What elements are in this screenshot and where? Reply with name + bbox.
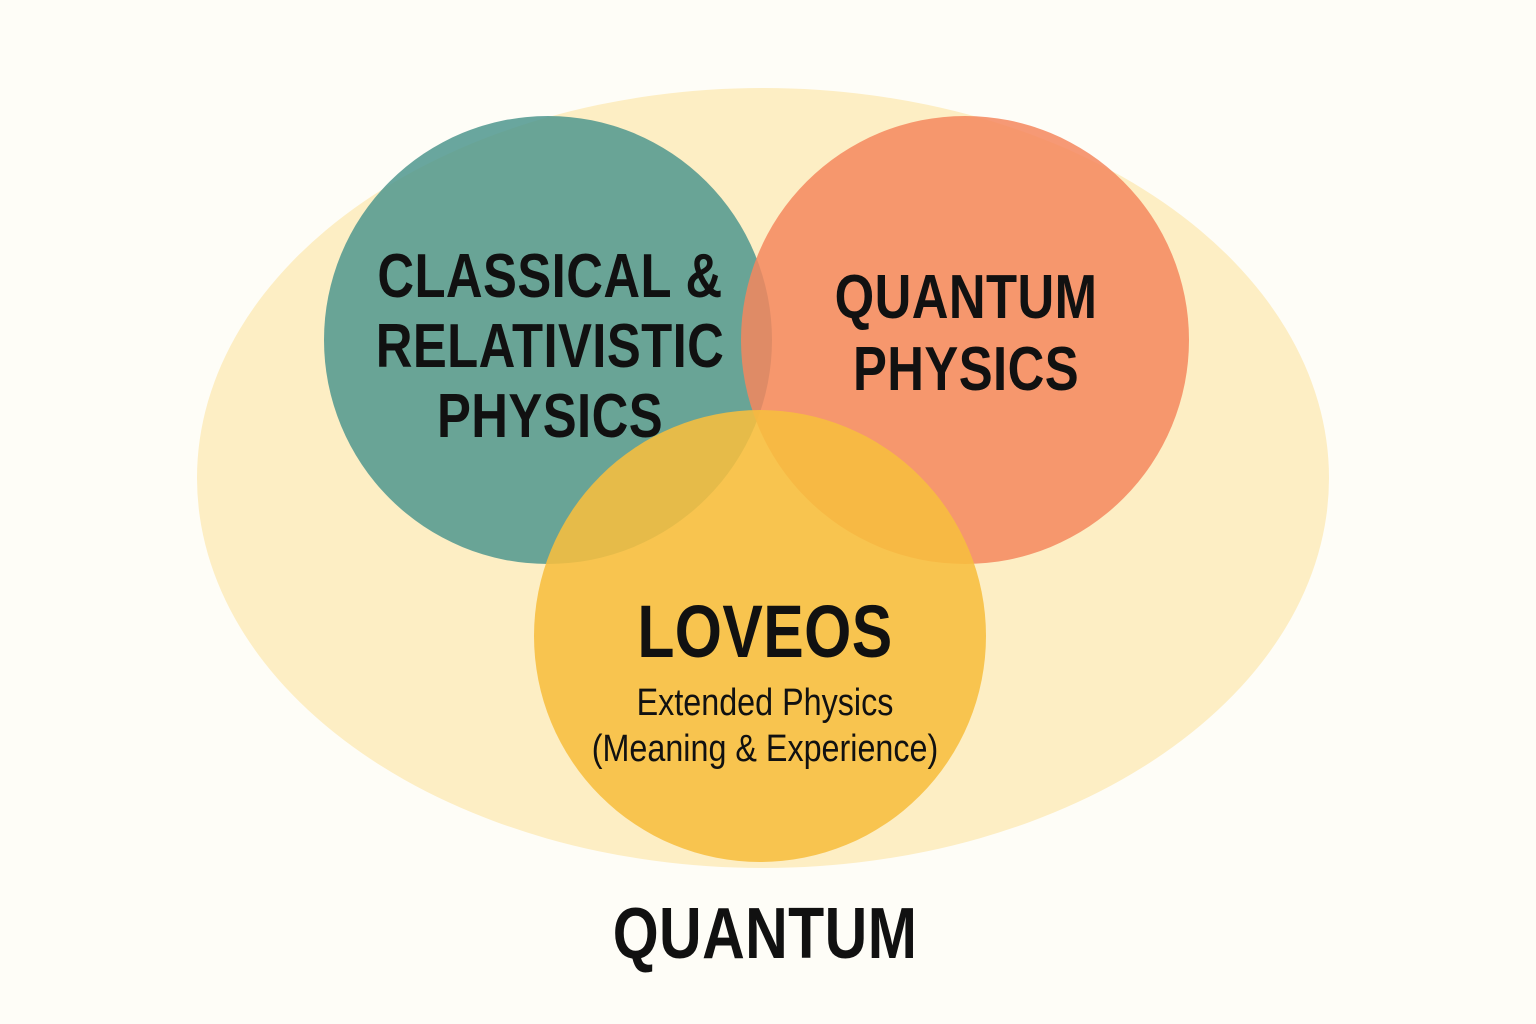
classical-physics-label-line-3: PHYSICS (436, 382, 664, 451)
quantum-physics-label-line-2: PHYSICS (852, 335, 1080, 404)
classical-physics-label-line-1: CLASSICAL & (377, 242, 723, 311)
classical-physics-label-line-2: RELATIVISTIC (375, 312, 725, 381)
classical-physics-label: CLASSICAL & RELATIVISTIC PHYSICS (345, 242, 755, 452)
loveos-subtitle-line-1: Extended Physics (636, 682, 894, 724)
loveos-circle (534, 410, 986, 862)
loveos-title: LOVEOS (637, 590, 893, 673)
loveos-subtitle: Extended Physics (Meaning & Experience) (565, 680, 965, 772)
outer-set-label: QUANTUM (612, 894, 918, 974)
quantum-physics-label: QUANTUM PHYSICS (761, 262, 1171, 406)
quantum-physics-label-line-1: QUANTUM (834, 263, 1098, 332)
loveos-subtitle-line-2: (Meaning & Experience) (591, 728, 939, 770)
